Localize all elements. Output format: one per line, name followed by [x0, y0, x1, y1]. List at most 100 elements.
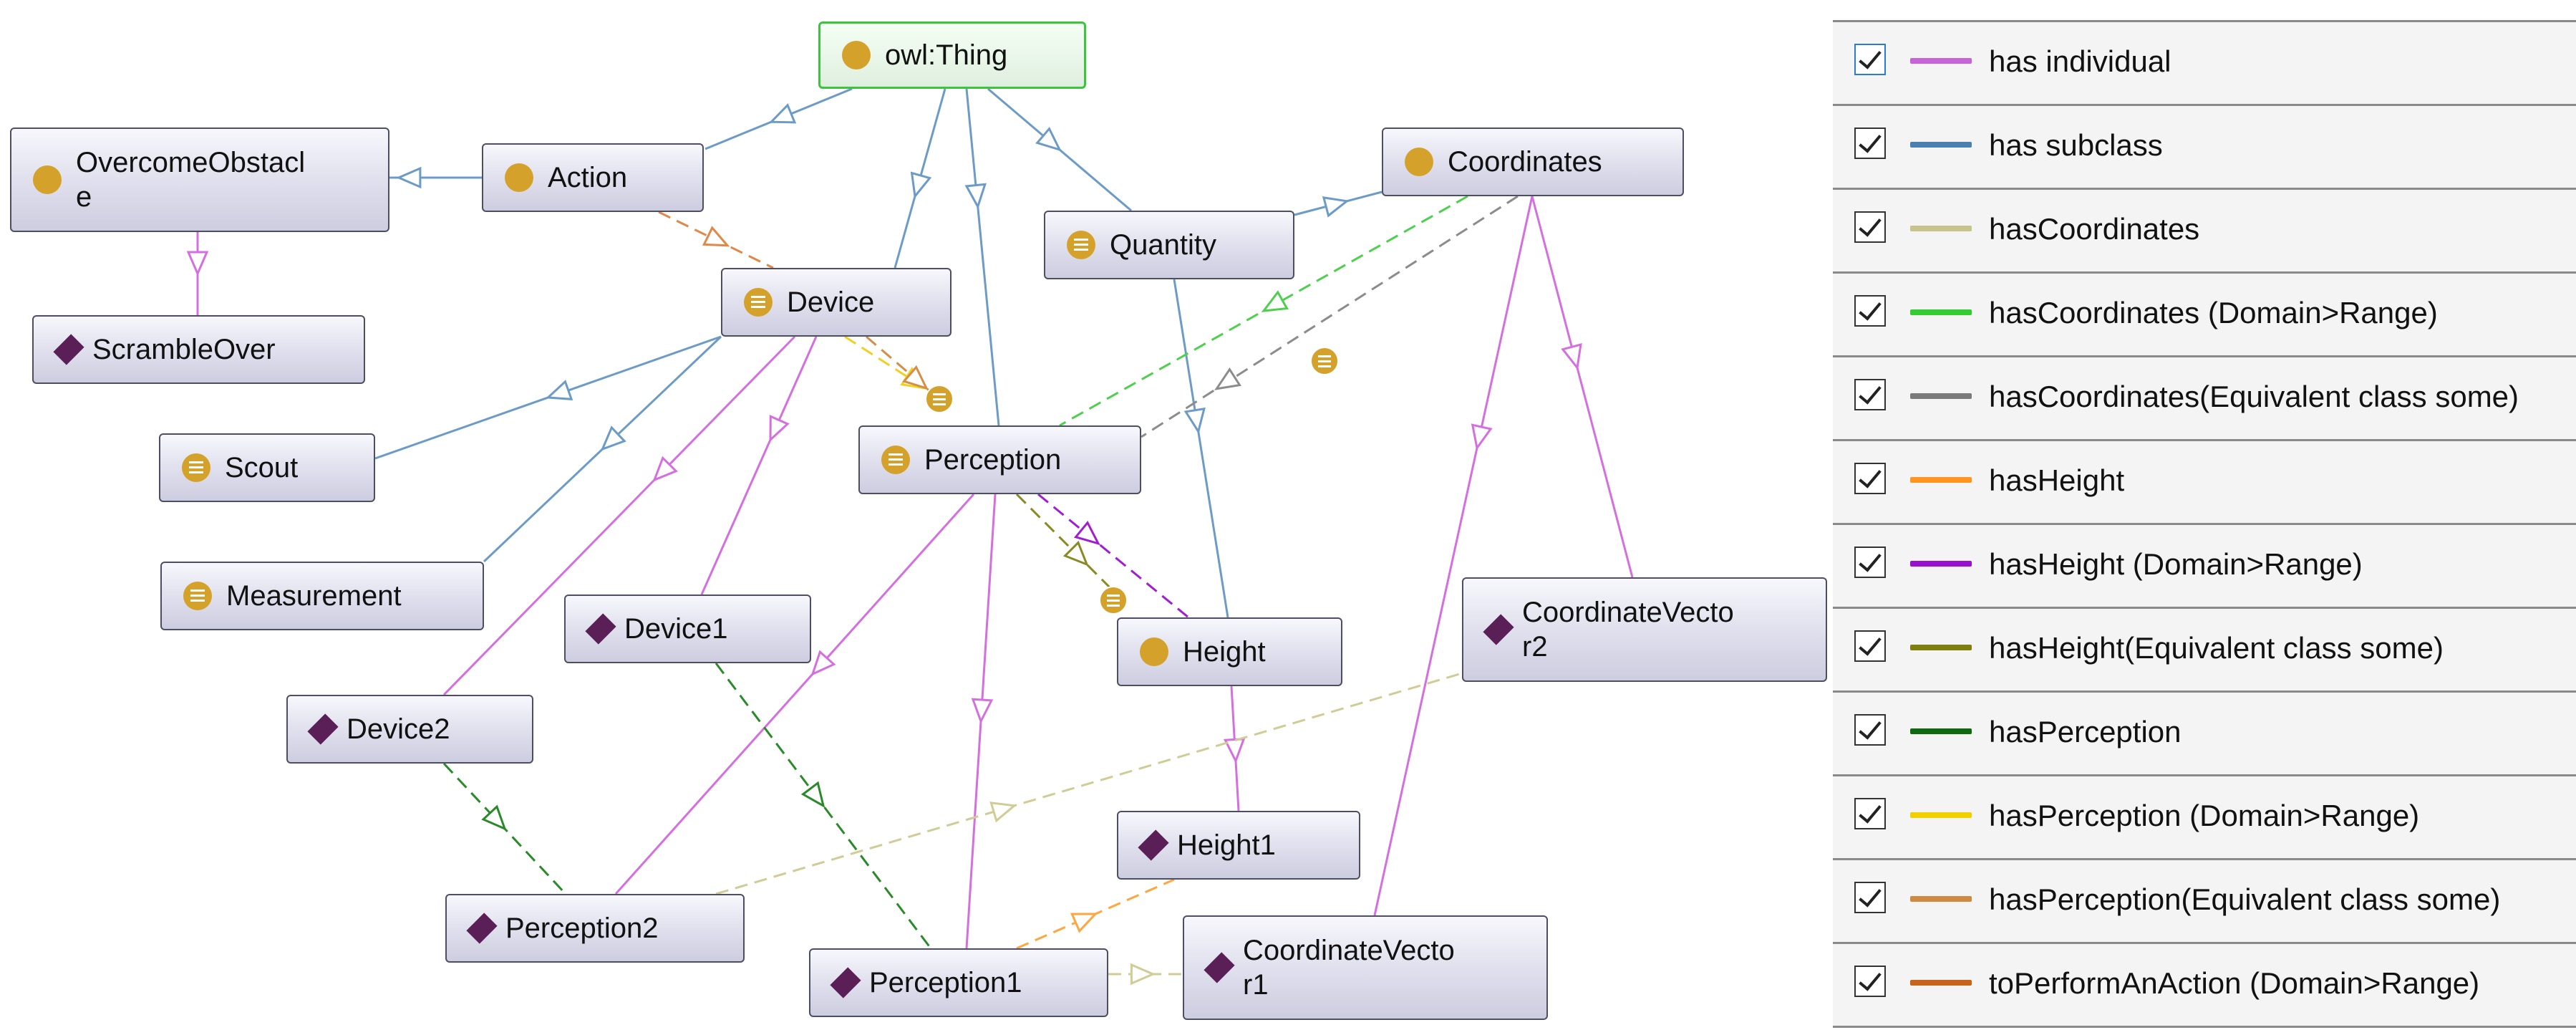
node-perception2[interactable]: Perception2 [445, 894, 745, 963]
edge [1015, 493, 1118, 596]
node-label: Height [1183, 636, 1266, 668]
node-scramble-over[interactable]: ScrambleOver [32, 315, 365, 384]
node-owl-thing[interactable]: owl:Thing [818, 21, 1086, 89]
defined-class-icon [182, 453, 210, 482]
legend-row[interactable]: hasPerception [1833, 690, 2576, 774]
node-height1[interactable]: Height1 [1117, 811, 1360, 880]
node-quantity[interactable]: Quantity [1044, 211, 1294, 279]
checkbox[interactable] [1854, 211, 1886, 243]
node-perception1[interactable]: Perception1 [809, 948, 1108, 1017]
legend-label: hasCoordinates (Domain>Range) [1989, 296, 2438, 329]
node-device[interactable]: Device [721, 268, 952, 337]
checkbox[interactable] [1854, 295, 1886, 327]
edge-arrowhead [800, 781, 825, 809]
individual-icon [466, 913, 498, 944]
legend-row[interactable]: hasHeight(Equivalent class some) [1833, 607, 2576, 690]
legend-swatch [1910, 309, 1972, 315]
legend-row[interactable]: hasHeight (Domain>Range) [1833, 523, 2576, 607]
property-restriction-icon [1310, 347, 1339, 375]
node-label: Perception [924, 444, 1062, 476]
checkbox[interactable] [1854, 630, 1886, 662]
node-overcome-obstacle[interactable]: OvercomeObstacl e [10, 127, 389, 232]
edge-arrowhead [1322, 196, 1350, 218]
legend-row[interactable]: has individual [1833, 20, 2576, 104]
edge-arrowhead [545, 380, 573, 400]
node-perception[interactable]: Perception [858, 425, 1141, 494]
class-icon [1405, 148, 1433, 176]
checkbox[interactable] [1854, 714, 1886, 746]
legend-row[interactable]: hasHeight [1833, 439, 2576, 523]
node-scout[interactable]: Scout [159, 433, 375, 502]
legend-swatch [1910, 728, 1972, 734]
node-coordinate-vector2[interactable]: CoordinateVecto r2 [1462, 577, 1827, 682]
checkbox[interactable] [1854, 882, 1886, 913]
defined-class-icon [881, 446, 910, 474]
checkbox[interactable] [1854, 547, 1886, 578]
node-label: owl:Thing [885, 39, 1008, 71]
checkbox[interactable] [1854, 966, 1886, 997]
legend-row[interactable]: hasCoordinates(Equivalent class some) [1833, 355, 2576, 439]
individual-icon [585, 613, 616, 645]
checkbox[interactable] [1854, 127, 1886, 159]
checkbox[interactable] [1854, 798, 1886, 829]
node-label: Measurement [226, 580, 402, 612]
edge-arrowhead [1070, 913, 1098, 933]
legend-swatch [1910, 645, 1972, 650]
legend-label: has individual [1989, 44, 2171, 78]
graph-edges [186, 87, 1634, 986]
edge-arrowhead [1261, 290, 1289, 312]
legend-label: hasPerception (Domain>Range) [1989, 799, 2420, 832]
node-label: Device2 [347, 713, 450, 745]
edge-arrowhead [1561, 343, 1582, 371]
edge-arrowhead [1073, 521, 1100, 546]
legend-swatch [1910, 896, 1972, 902]
legend-swatch [1910, 142, 1972, 148]
edge-arrowhead [768, 103, 797, 124]
individual-icon [1204, 952, 1235, 983]
legend-label: has subclass [1989, 128, 2163, 162]
node-label: CoordinateVecto r2 [1522, 597, 1734, 663]
checkbox[interactable] [1854, 44, 1886, 75]
node-measurement[interactable]: Measurement [160, 562, 484, 630]
edge-arrowhead [396, 166, 422, 189]
legend-row[interactable]: hasPerception(Equivalent class some) [1833, 858, 2576, 942]
node-device2[interactable]: Device2 [286, 695, 533, 764]
individual-icon [830, 967, 861, 998]
node-device1[interactable]: Device1 [564, 594, 811, 663]
edge-arrowhead [910, 171, 932, 199]
legend-row[interactable]: hasCoordinates (Domain>Range) [1833, 271, 2576, 355]
node-label: Device1 [624, 613, 728, 645]
edge-arrowhead [902, 365, 929, 390]
legend-label: hasPerception [1989, 715, 2182, 748]
property-restriction-icon [925, 385, 954, 413]
legend-label: hasHeight [1989, 463, 2125, 497]
edge-arrowhead [1035, 126, 1062, 152]
edge [1173, 279, 1229, 618]
legend-label: hasPerception(Equivalent class some) [1989, 882, 2501, 916]
node-height[interactable]: Height [1117, 617, 1342, 686]
legend-row[interactable]: toPerformAnAction (Domain>Range) [1833, 942, 2576, 1028]
edge [715, 672, 1463, 895]
checkbox[interactable] [1854, 379, 1886, 410]
legend-label: toPerformAnAction (Domain>Range) [1989, 966, 2480, 1000]
class-icon [842, 41, 871, 69]
node-coordinates[interactable]: Coordinates [1382, 127, 1684, 196]
property-restriction-icon [1099, 586, 1128, 615]
edge-arrowhead [810, 650, 836, 676]
edge [1059, 195, 1468, 427]
node-label: Device [787, 287, 875, 318]
legend-row[interactable]: hasCoordinates [1833, 188, 2576, 271]
legend-row[interactable]: has subclass [1833, 104, 2576, 188]
legend-row[interactable]: hasPerception (Domain>Range) [1833, 774, 2576, 858]
node-label: Action [548, 162, 628, 193]
individual-icon [1138, 829, 1169, 861]
edge-arrowhead [1214, 367, 1241, 390]
checkbox[interactable] [1854, 463, 1886, 494]
node-label: Height1 [1177, 829, 1276, 861]
node-action[interactable]: Action [482, 143, 704, 212]
node-label: Quantity [1110, 229, 1216, 261]
legend-swatch [1910, 812, 1972, 818]
node-coordinate-vector1[interactable]: CoordinateVecto r1 [1183, 915, 1548, 1020]
legend-swatch [1910, 561, 1972, 567]
edge-arrowhead [702, 226, 730, 247]
